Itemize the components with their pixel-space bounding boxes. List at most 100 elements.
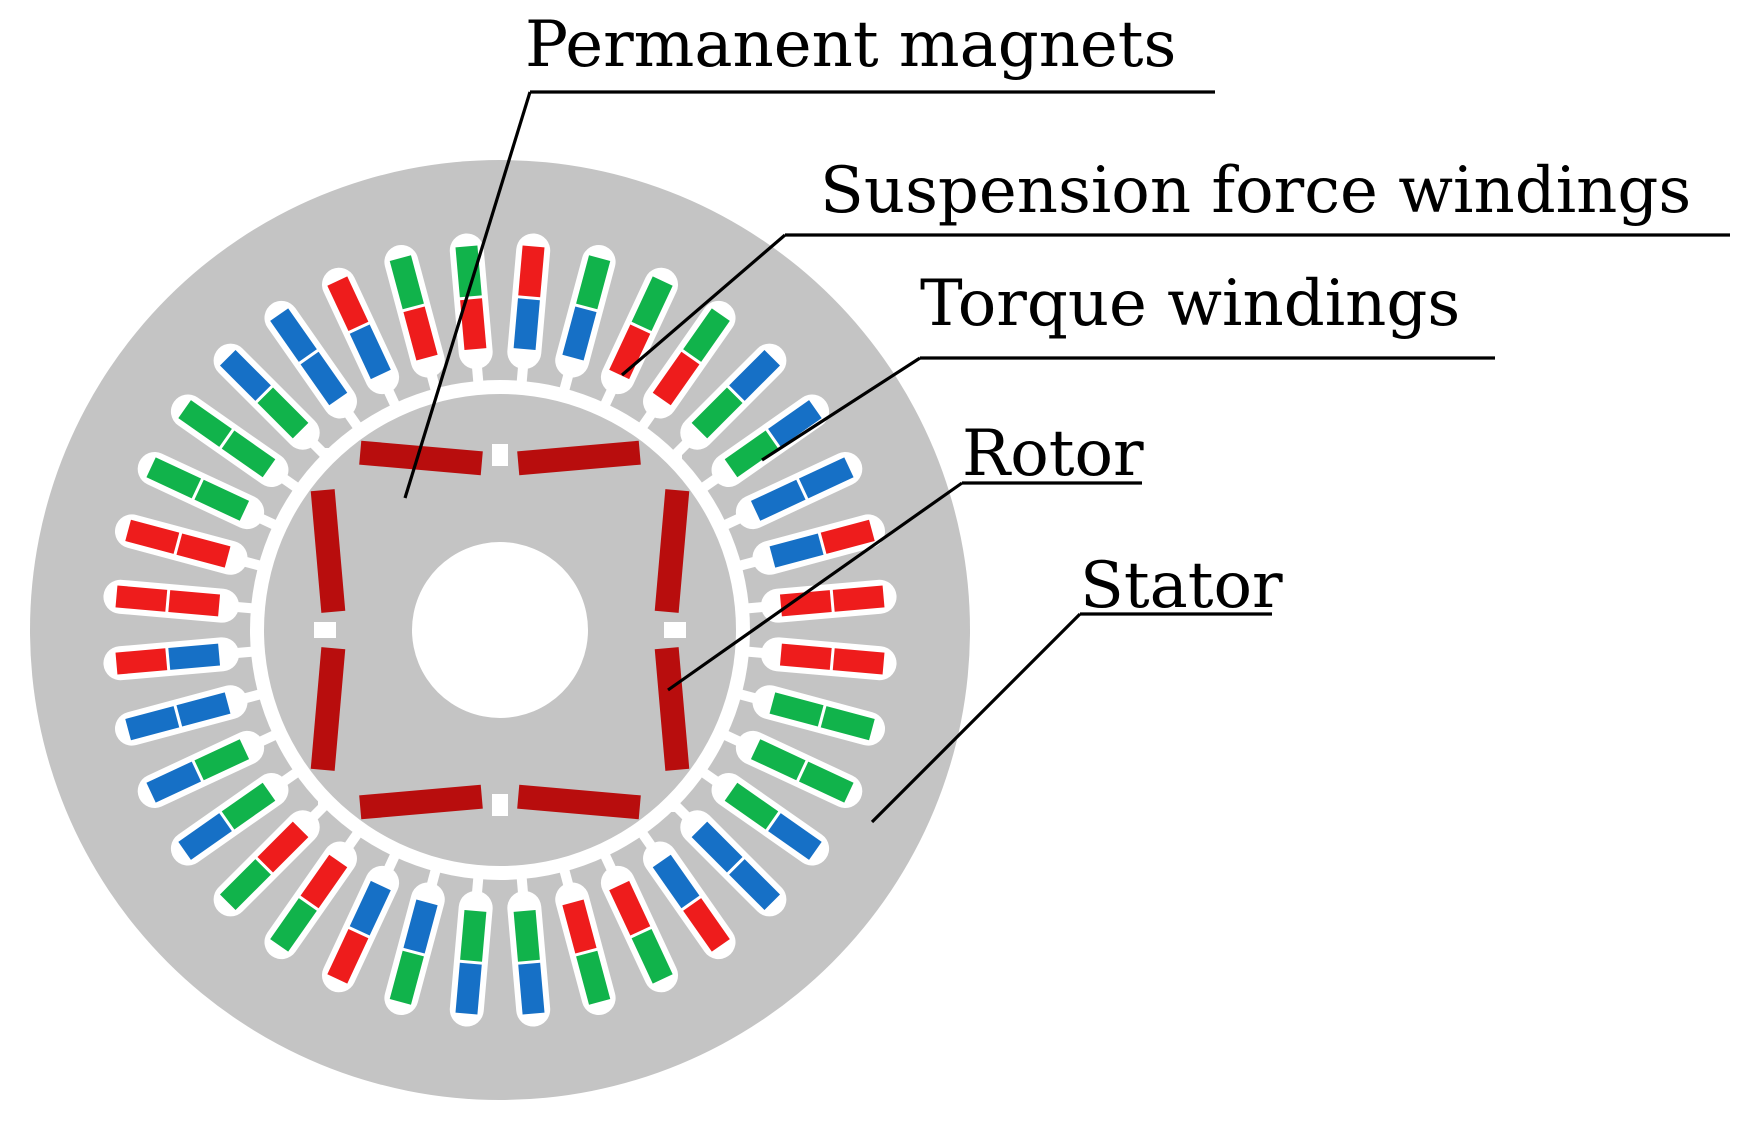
rotor-magnets xyxy=(310,440,690,820)
coil-outer xyxy=(270,898,317,952)
coil-outer xyxy=(125,519,180,554)
coil-outer xyxy=(270,308,317,362)
coil-outer xyxy=(729,859,781,911)
permanent-magnet xyxy=(517,440,641,476)
coil-outer xyxy=(798,457,854,499)
stator-slot xyxy=(730,514,886,575)
permanent-magnets-leader xyxy=(403,91,532,499)
stator-slot xyxy=(633,300,736,437)
coil-outer xyxy=(576,255,611,310)
stator-slot xyxy=(555,860,616,1016)
stator-slot xyxy=(103,579,262,623)
coil-inner xyxy=(562,899,597,954)
stator-slot xyxy=(114,685,270,746)
stator-slot xyxy=(137,726,285,809)
suspension-force-windings-callout: Suspension force windings xyxy=(620,154,1730,377)
coil-inner xyxy=(403,306,438,361)
coil-inner xyxy=(691,821,743,873)
coil-inner xyxy=(769,533,824,568)
permanent-magnet xyxy=(654,489,690,613)
coil-inner xyxy=(652,854,700,909)
coil-inner xyxy=(460,298,487,351)
permanent-magnet xyxy=(310,647,346,771)
torque-windings-label: Torque windings xyxy=(920,267,1460,341)
stator-callout: Stator xyxy=(870,549,1283,824)
magnet-bridge-gap xyxy=(492,794,508,816)
rotor-pole xyxy=(322,440,641,476)
coil-inner xyxy=(194,479,250,521)
magnet-bridge-gap xyxy=(664,622,686,638)
flux-barrier xyxy=(652,786,678,812)
permanent-magnet xyxy=(310,489,346,613)
coil-outer xyxy=(455,962,482,1015)
torque-windings-leader xyxy=(761,356,921,462)
coil-inner xyxy=(403,899,438,954)
flux-barrier xyxy=(318,782,344,808)
stator-slot xyxy=(264,300,367,437)
coil-inner xyxy=(652,351,700,406)
coil-inner xyxy=(300,854,348,909)
coil-outer xyxy=(576,950,611,1005)
coil-inner xyxy=(460,909,487,962)
permanent-magnet xyxy=(654,647,690,771)
coil-outer xyxy=(219,859,271,911)
coil-outer xyxy=(683,308,730,362)
coil-outer xyxy=(631,928,673,984)
stator-slot xyxy=(170,763,307,866)
coil-outer xyxy=(832,648,885,675)
permanent-magnet xyxy=(359,440,483,476)
coil-outer xyxy=(219,349,271,401)
flux-barrier xyxy=(656,452,682,478)
stator-slot xyxy=(738,637,897,681)
rotor-pole xyxy=(359,784,678,820)
stator-slot xyxy=(507,233,551,392)
coil-inner xyxy=(562,306,597,361)
coil-outer xyxy=(146,457,202,499)
coil-outer xyxy=(178,400,232,447)
magnet-bridge-gap xyxy=(492,444,508,466)
torque-windings-callout: Torque windings xyxy=(761,267,1495,462)
coil-outer xyxy=(729,349,781,401)
coil-inner xyxy=(349,880,391,936)
shaft-bore xyxy=(412,542,588,718)
coil-inner xyxy=(221,430,276,478)
suspension-force-windings-leader xyxy=(620,233,787,377)
stator-slot xyxy=(103,637,262,681)
coil-inner xyxy=(349,324,391,380)
stator-slot xyxy=(449,868,493,1027)
stator-label: Stator xyxy=(1080,549,1283,623)
rotor-pole xyxy=(654,452,690,771)
stator-slot xyxy=(738,579,897,623)
stator-slot xyxy=(666,796,787,917)
coil-outer xyxy=(798,761,854,803)
coil-outer xyxy=(768,400,822,447)
coil-outer xyxy=(832,585,885,612)
coil-outer xyxy=(327,928,369,984)
coil-inner xyxy=(176,692,231,727)
coil-outer xyxy=(518,962,545,1015)
coil-outer xyxy=(518,245,545,298)
stator-slots xyxy=(103,233,897,1027)
permanent-magnet xyxy=(359,784,483,820)
permanent-magnet xyxy=(517,784,641,820)
stator-slot xyxy=(384,244,445,400)
stator-slot xyxy=(555,244,616,400)
suspension-force-windings-label: Suspension force windings xyxy=(820,154,1691,228)
stator-slot xyxy=(715,451,863,534)
coil-inner xyxy=(176,533,231,568)
coil-inner xyxy=(513,909,540,962)
stator-leader xyxy=(870,612,1082,824)
coil-inner xyxy=(750,739,806,781)
permanent-magnets-label: Permanent magnets xyxy=(525,8,1176,82)
rotor-callout: Rotor xyxy=(667,417,1144,692)
coil-outer xyxy=(631,276,673,332)
rotor-label: Rotor xyxy=(962,417,1144,491)
stator-slot xyxy=(730,685,886,746)
coil-outer xyxy=(389,950,424,1005)
coil-inner xyxy=(257,821,309,873)
coil-inner xyxy=(779,643,832,670)
coil-outer xyxy=(768,813,822,860)
coil-outer xyxy=(146,761,202,803)
stator-slot xyxy=(170,394,307,497)
